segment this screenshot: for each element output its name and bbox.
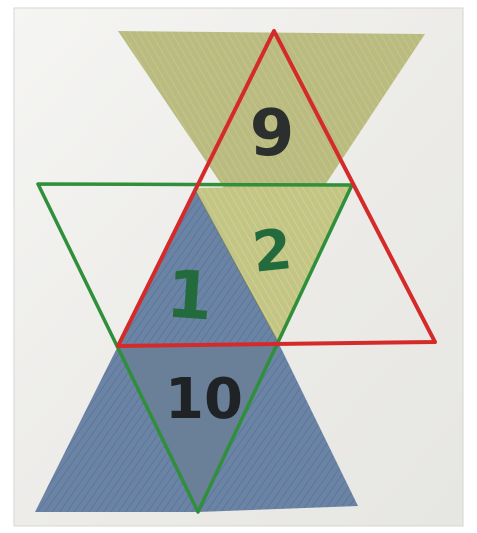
label-left-number: 1 (164, 255, 215, 335)
label-top-number: 9 (250, 97, 295, 171)
label-bottom-number: 10 (165, 367, 243, 432)
label-center-number: 2 (249, 217, 295, 286)
